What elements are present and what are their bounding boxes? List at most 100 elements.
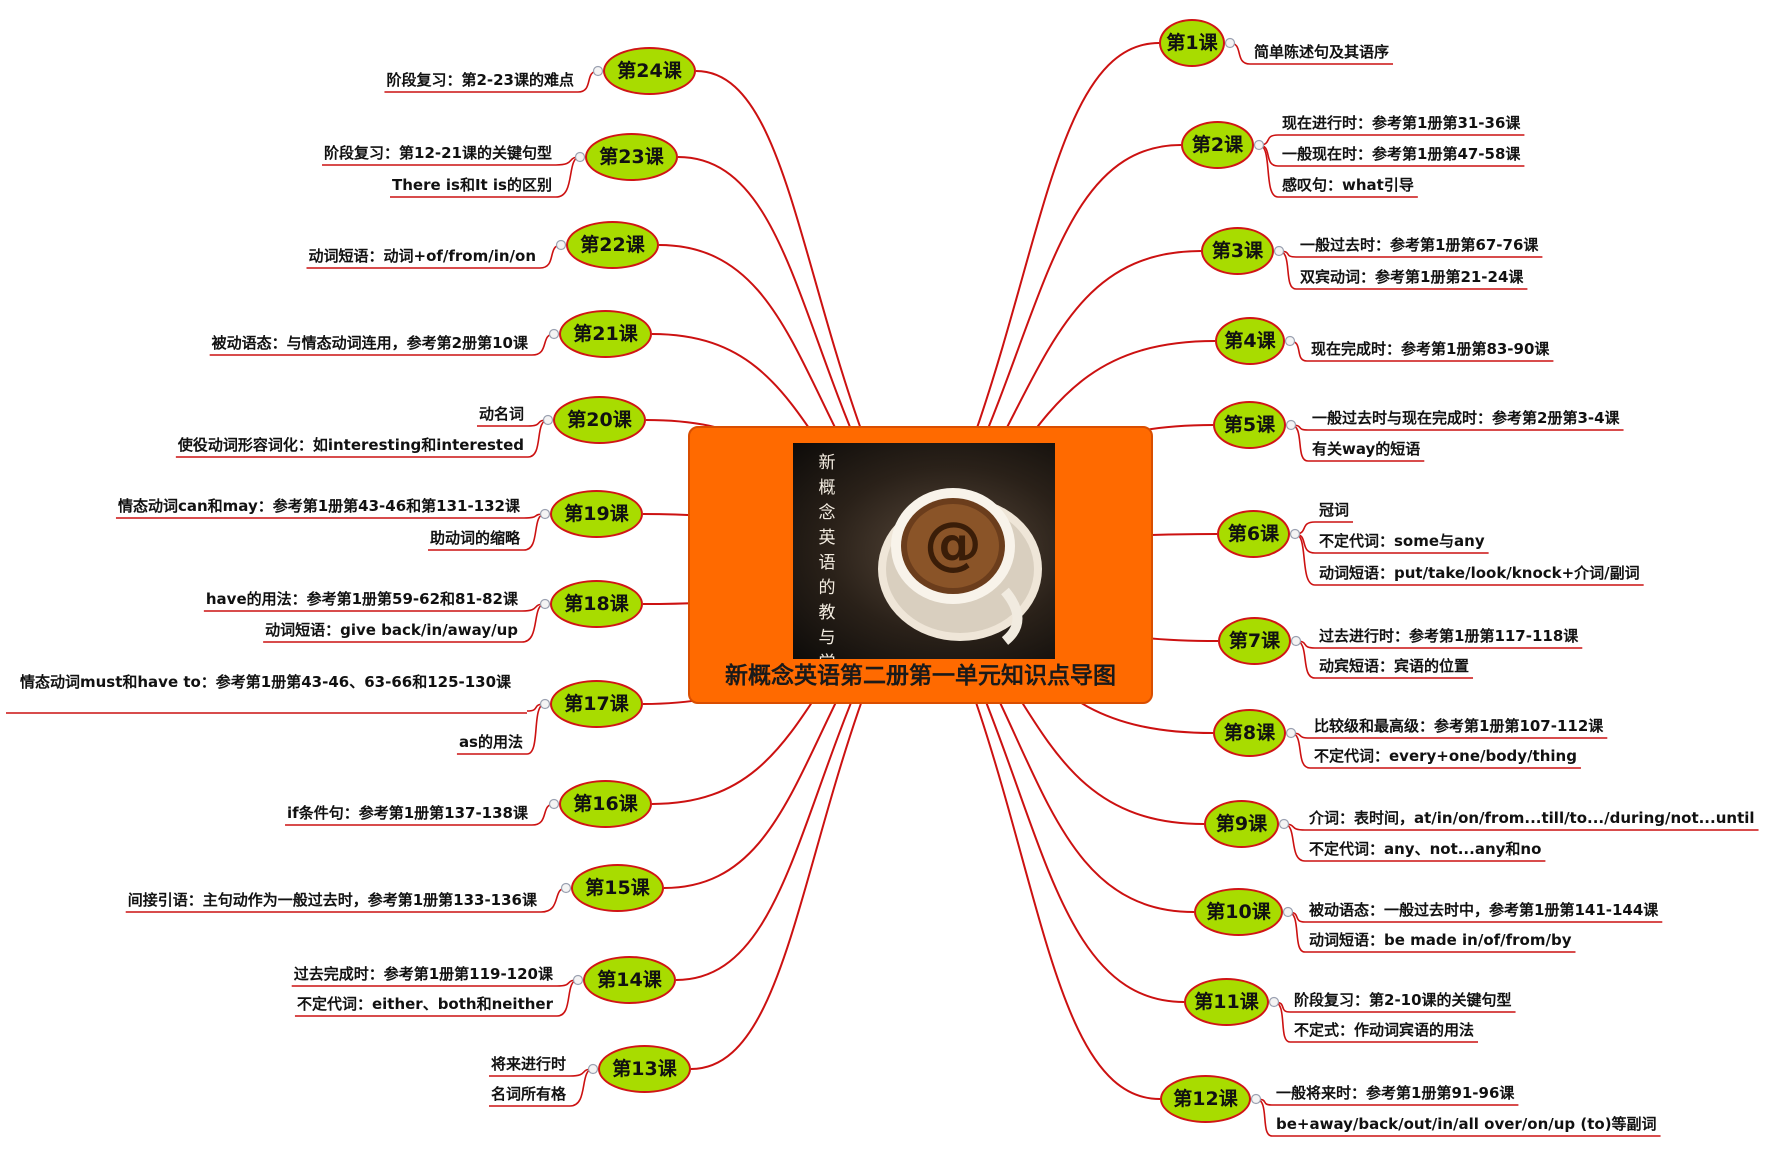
topic-label[interactable]: There is和It is的区别 (392, 176, 552, 194)
lesson-node[interactable]: 第12课 (1160, 1075, 1251, 1123)
collapse-toggle-icon[interactable] (1224, 37, 1236, 49)
lesson-node[interactable]: 第9课 (1204, 800, 1279, 848)
collapse-toggle-icon[interactable] (539, 598, 551, 610)
topic-label[interactable]: 现在完成时：参考第1册第83-90课 (1311, 340, 1550, 358)
central-title: 新概念英语第二册第一单元知识点导图 (725, 663, 1116, 689)
topic-label[interactable]: be+away/back/out/in/all over/on/up (to)等… (1276, 1115, 1657, 1133)
collapse-toggle-icon[interactable] (539, 508, 551, 520)
lesson-node[interactable]: 第15课 (571, 864, 664, 912)
lesson-node[interactable]: 第21课 (559, 310, 652, 358)
topic-label[interactable]: 比较级和最高级：参考第1册第107-112课 (1314, 717, 1604, 735)
lesson-node[interactable]: 第4课 (1215, 317, 1285, 365)
topic-connector (1295, 640, 1316, 679)
topic-label[interactable]: 一般过去时：参考第1册第67-76课 (1300, 236, 1539, 254)
topic-connector (1294, 533, 1316, 586)
topic-label[interactable]: 有关way的短语 (1312, 440, 1421, 458)
topic-label[interactable]: 情态动词must和have to：参考第1册第43-46、63-66和125-1… (19, 673, 512, 691)
topic-label[interactable]: 简单陈述句及其语序 (1254, 43, 1390, 61)
topic-label[interactable]: 动词短语：be made in/of/from/by (1309, 931, 1572, 949)
lesson-node[interactable]: 第18课 (550, 580, 643, 628)
topic-label[interactable]: 不定代词：every+one/body/thing (1314, 747, 1577, 765)
lesson-node[interactable]: 第7课 (1218, 617, 1291, 665)
collapse-toggle-icon[interactable] (1285, 727, 1297, 739)
lesson-node[interactable]: 第20课 (553, 396, 646, 444)
topic-label[interactable]: 不定代词：any、not...any和no (1309, 840, 1542, 858)
lesson-node[interactable]: 第14课 (583, 956, 676, 1004)
lesson-node[interactable]: 第16课 (559, 780, 652, 828)
lesson-node[interactable]: 第10课 (1194, 888, 1283, 936)
collapse-toggle-icon[interactable] (1253, 139, 1265, 151)
topic-label[interactable]: 动名词 (478, 405, 524, 423)
topic-label[interactable]: 阶段复习：第12-21课的关键句型 (324, 144, 552, 162)
collapse-toggle-icon[interactable] (548, 328, 560, 340)
lesson-node[interactable]: 第11课 (1184, 978, 1269, 1026)
topic-connector (1273, 1001, 1291, 1043)
lesson-node[interactable]: 第24课 (603, 47, 696, 95)
lesson-node[interactable]: 第13课 (598, 1045, 691, 1093)
topic-label[interactable]: as的用法 (458, 733, 523, 751)
collapse-toggle-icon[interactable] (587, 1063, 599, 1075)
collapse-toggle-icon[interactable] (560, 882, 572, 894)
topic-label[interactable]: 过去进行时：参考第1册第117-118课 (1319, 627, 1579, 645)
lesson-node[interactable]: 第5课 (1213, 401, 1286, 449)
topic-label[interactable]: 双宾动词：参考第1册第21-24课 (1300, 268, 1524, 286)
topic-label[interactable]: 动宾短语：宾语的位置 (1319, 657, 1470, 675)
topic-label[interactable]: 不定代词：some与any (1319, 532, 1485, 550)
topic-label[interactable]: 间接引语：主句动作为一般过去时，参考第1册第133-136课 (127, 891, 537, 909)
topic-label[interactable]: have的用法：参考第1册第59-62和81-82课 (205, 590, 518, 608)
collapse-toggle-icon[interactable] (592, 65, 604, 77)
lesson-node[interactable]: 第23课 (585, 133, 678, 181)
lesson-node[interactable]: 第17课 (550, 680, 643, 728)
collapse-toggle-icon[interactable] (1273, 245, 1285, 257)
collapse-toggle-icon[interactable] (1290, 635, 1302, 647)
topic-label[interactable]: 被动语态：一般过去时中，参考第1册第141-144课 (1309, 901, 1659, 919)
collapse-toggle-icon[interactable] (542, 414, 554, 426)
topic-label[interactable]: 过去完成时：参考第1册第119-120课 (293, 965, 553, 983)
collapse-toggle-icon[interactable] (572, 974, 584, 986)
collapse-toggle-icon[interactable] (1282, 906, 1294, 918)
lesson-node[interactable]: 第6课 (1217, 510, 1290, 558)
topic-label[interactable]: 动词短语：put/take/look/knock+介词/副词 (1319, 564, 1640, 582)
lesson-node[interactable]: 第3课 (1201, 227, 1274, 275)
collapse-toggle-icon[interactable] (1284, 335, 1296, 347)
coffee-cup-icon: @ (878, 488, 1042, 645)
collapse-toggle-icon[interactable] (548, 798, 560, 810)
topic-label[interactable]: 使役动词形容词化：如interesting和interested (177, 436, 524, 454)
collapse-toggle-icon[interactable] (1268, 996, 1280, 1008)
topic-label[interactable]: 介词：表时间，at/in/on/from...till/to.../during… (1309, 809, 1755, 827)
topic-label[interactable]: 不定式：作动词宾语的用法 (1294, 1021, 1475, 1039)
lesson-node[interactable]: 第22课 (566, 221, 659, 269)
collapse-toggle-icon[interactable] (1285, 419, 1297, 431)
lesson-node[interactable]: 第2课 (1181, 121, 1254, 169)
topic-label[interactable]: 冠词 (1319, 501, 1350, 519)
topic-label[interactable]: 名词所有格 (490, 1085, 566, 1103)
image-vertical-text: 新 概 念 英 语 的 教 与 学 (818, 453, 836, 659)
lesson-node[interactable]: 第8课 (1213, 709, 1286, 757)
topic-label[interactable]: 一般过去时与现在完成时：参考第2册第3-4课 (1312, 409, 1620, 427)
collapse-toggle-icon[interactable] (539, 698, 551, 710)
topic-label[interactable]: 现在进行时：参考第1册第31-36课 (1282, 114, 1521, 132)
collapse-toggle-icon[interactable] (1278, 818, 1290, 830)
topic-label[interactable]: 阶段复习：第2-23课的难点 (386, 71, 574, 89)
collapse-toggle-icon[interactable] (1250, 1093, 1262, 1105)
collapse-toggle-icon[interactable] (1289, 528, 1301, 540)
collapse-toggle-icon[interactable] (574, 151, 586, 163)
topic-label[interactable]: 将来进行时 (490, 1055, 566, 1073)
lesson-node[interactable]: 第19课 (550, 490, 643, 538)
topic-label[interactable]: 不定代词：either、both和neither (296, 995, 553, 1013)
topic-label[interactable]: 一般将来时：参考第1册第91-96课 (1276, 1084, 1515, 1102)
lesson-node[interactable]: 第1课 (1159, 19, 1225, 67)
coffee-cup-image: 新 概 念 英 语 的 教 与 学 @ (793, 443, 1055, 659)
topic-label[interactable]: 被动语态：与情态动词连用，参考第2册第10课 (211, 334, 528, 352)
central-topic[interactable]: 新 概 念 英 语 的 教 与 学 @ 新概念英语第二册第一单元知识点导图 (688, 426, 1153, 704)
topic-label[interactable]: 阶段复习：第2-10课的关键句型 (1294, 991, 1512, 1009)
topic-label[interactable]: 一般现在时：参考第1册第47-58课 (1282, 145, 1521, 163)
collapse-toggle-icon[interactable] (555, 239, 567, 251)
topic-connector (523, 513, 546, 551)
topic-label[interactable]: 助动词的缩略 (429, 529, 520, 547)
topic-label[interactable]: if条件句：参考第1册第137-138课 (287, 804, 528, 822)
topic-label[interactable]: 感叹句：what引导 (1282, 176, 1414, 194)
topic-label[interactable]: 动词短语：动词+of/from/in/on (308, 247, 537, 265)
topic-label[interactable]: 情态动词can和may：参考第1册第43-46和第131-132课 (117, 497, 520, 515)
topic-label[interactable]: 动词短语：give back/in/away/up (265, 621, 518, 639)
